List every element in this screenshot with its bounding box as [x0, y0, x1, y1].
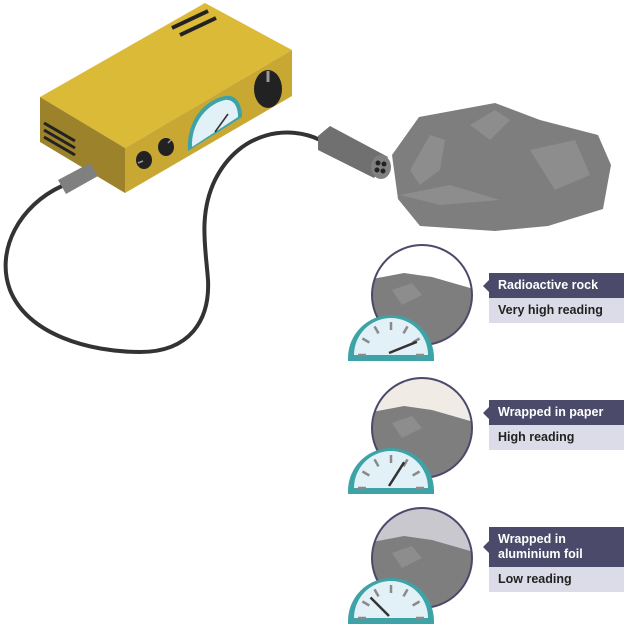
scenario-title-line-2: aluminium foil	[498, 547, 583, 561]
small-knob-1-marker	[137, 160, 144, 164]
small-knob-2[interactable]	[158, 138, 174, 156]
scenario-label-2: Wrapped in paper High reading	[483, 400, 624, 450]
gm-tube-probe	[318, 126, 391, 179]
gauge-needle	[387, 461, 406, 487]
gauge-tick	[412, 470, 421, 477]
counter-connector	[58, 163, 98, 194]
scenario-reading: Very high reading	[489, 298, 624, 323]
gauge-tick	[373, 458, 380, 467]
gauge-tick	[373, 325, 380, 334]
gauge-face	[354, 451, 428, 488]
radioactive-rock	[392, 103, 611, 231]
scenario-vignette-2	[348, 377, 473, 494]
probe-hole-1	[375, 160, 381, 166]
gauge-tick	[412, 600, 421, 607]
gauge-tick	[361, 337, 370, 344]
scenario-label-3: Wrapped in aluminium foil Low reading	[483, 527, 624, 592]
top-vent-1	[171, 9, 209, 30]
gauge-face	[354, 581, 428, 618]
rock-highlight-1	[410, 135, 445, 185]
scenario-title: Wrapped in aluminium foil	[483, 527, 624, 567]
scenario-title-line-1: Wrapped in	[498, 532, 566, 546]
scenario-title: Radioactive rock	[483, 273, 624, 298]
rock-closeup-highlight	[392, 416, 422, 438]
gauge-needle	[388, 340, 418, 355]
main-dial-needle	[214, 113, 229, 133]
rock-highlight-3	[530, 140, 590, 190]
side-vent-1	[43, 121, 76, 143]
gauge-tick	[361, 470, 370, 477]
gauge-tick	[402, 325, 409, 334]
scenario-reading: High reading	[489, 425, 624, 450]
scenario-title: Wrapped in paper	[483, 400, 624, 425]
scenario-vignette-3	[348, 507, 473, 624]
gauge-base	[348, 491, 434, 494]
top-vent-2	[179, 16, 217, 37]
counter-left-face	[40, 97, 125, 193]
counter-top-face	[40, 3, 292, 148]
gauge-base	[348, 358, 434, 361]
gauge-tick	[402, 458, 409, 467]
gauge-tick	[402, 588, 409, 597]
probe-end	[371, 155, 391, 179]
rock-closeup-highlight	[392, 283, 422, 305]
side-vent-2	[43, 128, 76, 150]
large-knob[interactable]	[254, 70, 282, 108]
side-vent-3	[43, 135, 76, 157]
geiger-counter	[40, 3, 292, 194]
probe-body	[318, 126, 388, 178]
scenario-label-1: Radioactive rock Very high reading	[483, 273, 624, 323]
rock-closeup-highlight	[392, 546, 422, 568]
probe-hole-4	[380, 168, 386, 174]
gauge-tick	[361, 600, 370, 607]
probe-hole-2	[381, 161, 387, 167]
small-knob-1[interactable]	[136, 151, 152, 169]
cable	[3, 130, 321, 355]
rock-highlight-4	[400, 185, 500, 205]
small-knob-2-marker	[167, 139, 172, 144]
rock-highlight-2	[470, 110, 510, 140]
main-dial-face	[191, 99, 238, 147]
gauge-base	[348, 621, 434, 624]
scenario-vignettes	[348, 244, 473, 624]
scenario-reading: Low reading	[489, 567, 624, 592]
gauge-tick	[373, 588, 380, 597]
scenario-vignette-1	[348, 244, 473, 361]
gauge-needle	[369, 596, 390, 617]
probe-hole-3	[374, 167, 380, 173]
